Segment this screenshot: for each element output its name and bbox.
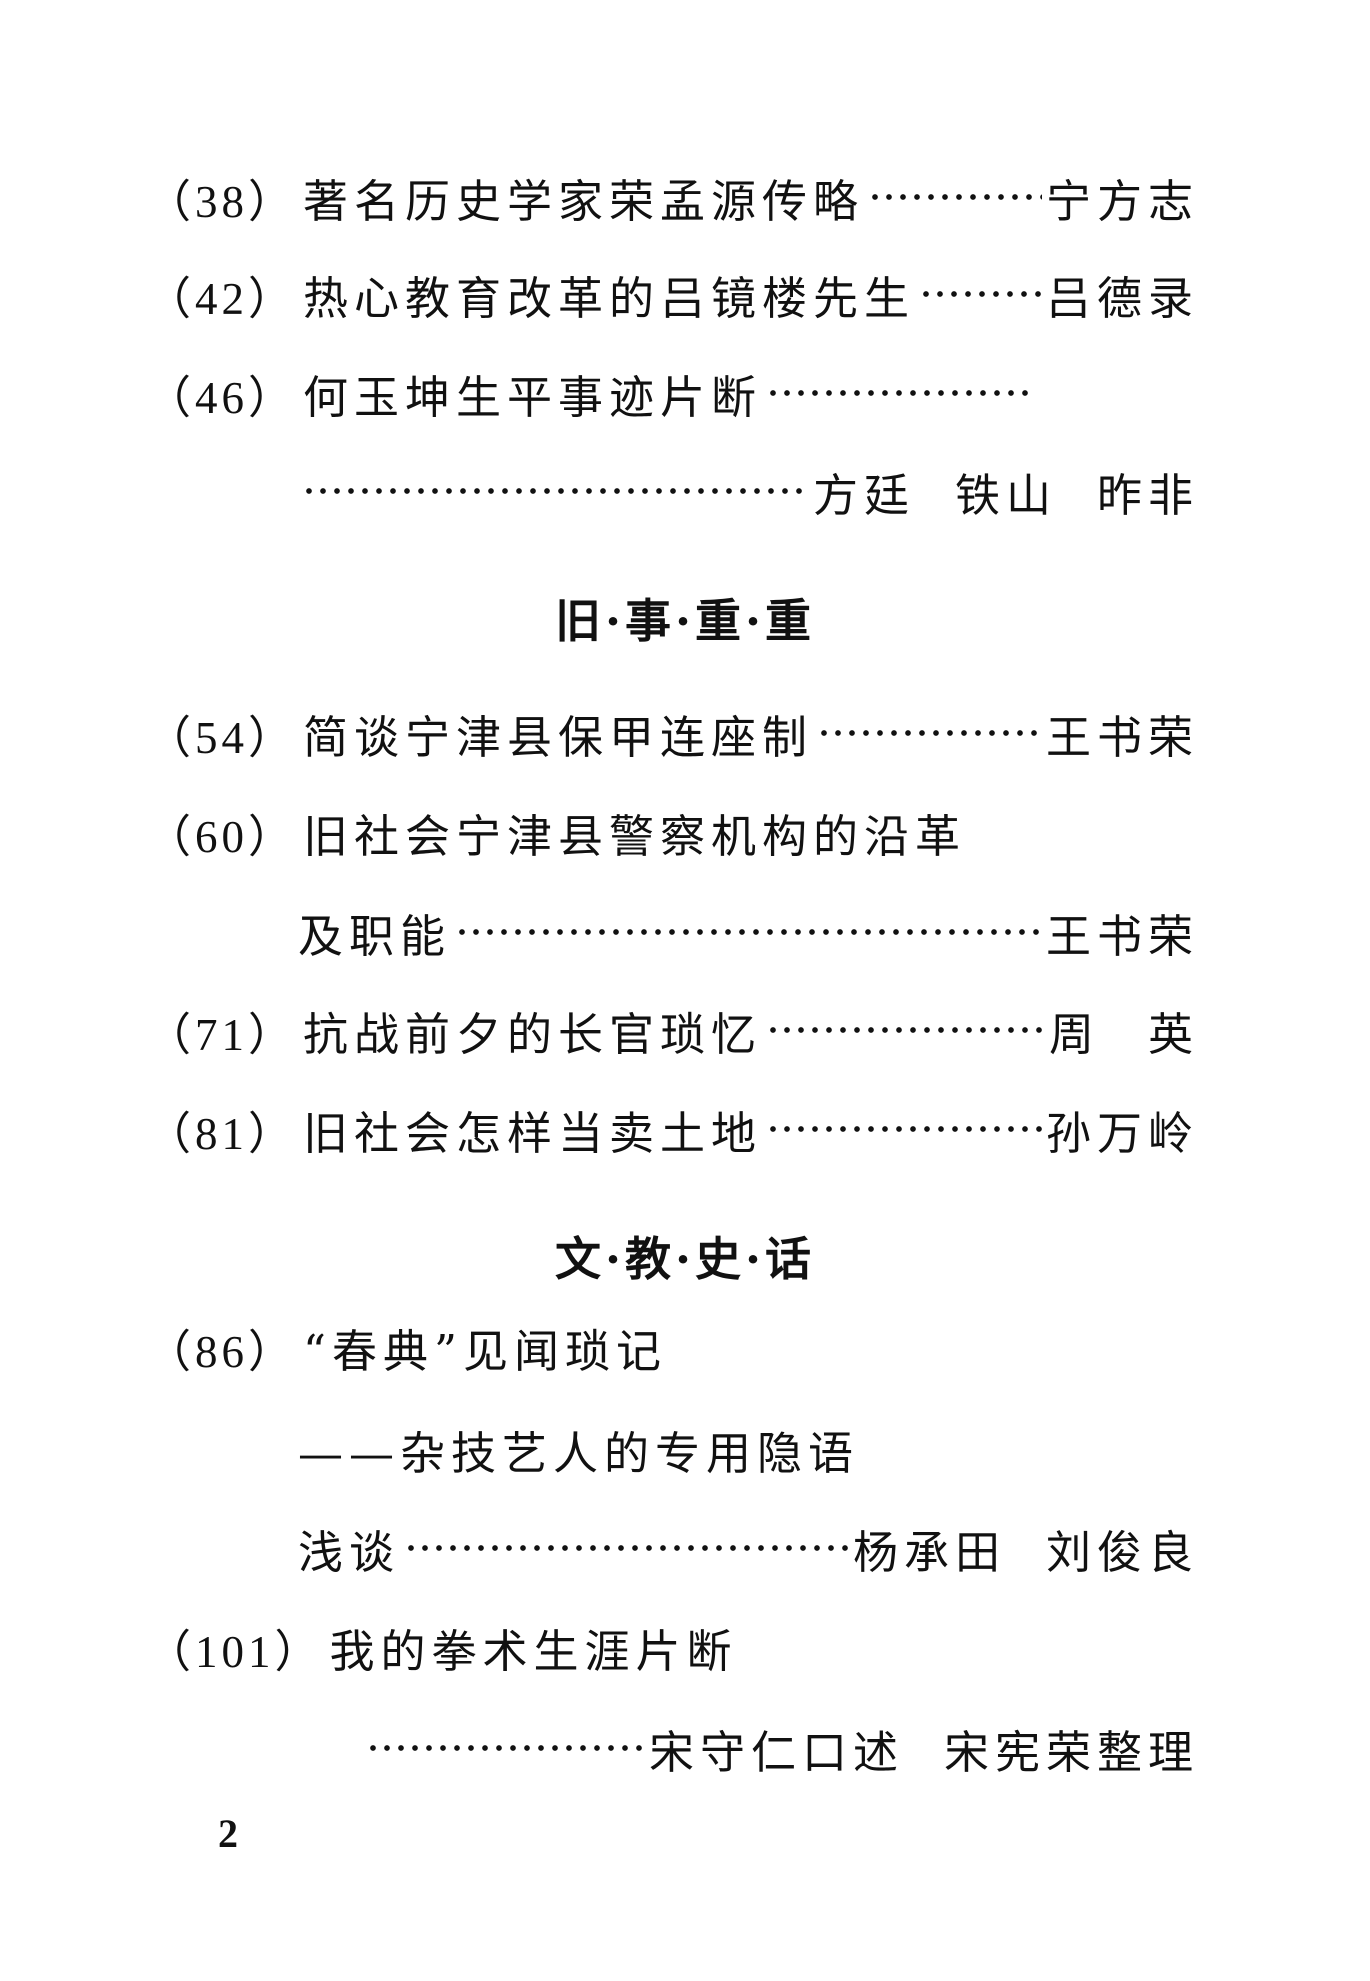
entry-author: 王书荣 — [1045, 909, 1199, 963]
section-heading: 文·教·史·话 — [554, 1232, 816, 1286]
entry-title: 何玉坤生平事迹片断 — [303, 370, 763, 424]
entry-title: 热心教育改革的吕镜楼先生 — [303, 271, 916, 325]
entry-author: 方廷 — [812, 468, 915, 522]
entry-title: 旧社会怎样当卖土地 — [303, 1106, 763, 1160]
entry-title: “春典”见闻琐记 — [303, 1324, 668, 1378]
dot-leader — [404, 1542, 849, 1554]
dot-leader — [919, 288, 1042, 300]
toc-entry-101-authors: 宋守仁口述 宋宪荣整理 — [362, 1718, 1199, 1779]
page-number: 2 — [218, 1811, 238, 1856]
dot-leader — [817, 727, 1042, 739]
toc-entry-42: （42） 热心教育改革的吕镜楼先生 吕德录 — [146, 264, 1199, 325]
entry-title: 旧社会宁津县警察机构的沿革 — [303, 809, 967, 863]
toc-entry-71: （71） 抗战前夕的长官琐忆 周 英 — [146, 1000, 1199, 1061]
entry-author: 周 — [1048, 1007, 1100, 1061]
toc-entry-86: （86） “春典”见闻琐记 — [146, 1317, 1199, 1378]
entry-author: 吕德录 — [1045, 271, 1199, 325]
toc-entry-86-cont: 浅谈 杨承田 刘俊良 — [298, 1518, 1199, 1579]
dot-leader — [302, 485, 809, 497]
entry-author: 刘俊良 — [1045, 1525, 1199, 1579]
toc-entry-101: （101） 我的拳术生涯片断 — [146, 1617, 1199, 1678]
entry-page: （42） — [146, 273, 298, 324]
section-heading: 旧·事·重·重 — [554, 594, 816, 648]
dot-leader — [868, 191, 1042, 203]
entry-page: （101） — [146, 1626, 324, 1677]
toc-entry-60-cont: 及职能 王书荣 — [298, 902, 1199, 963]
toc-entry-46-authors: 方廷 铁山 昨非 — [298, 461, 1199, 522]
entry-page: （38） — [146, 176, 298, 227]
dot-leader — [766, 1123, 1042, 1135]
toc-entry-86-subtitle: ——杂技艺人的专用隐语 — [298, 1419, 1199, 1480]
entry-title-cont: 及职能 — [298, 909, 452, 963]
entry-author: 昨非 — [1096, 468, 1199, 522]
entry-title: 简谈宁津县保甲连座制 — [303, 710, 814, 764]
toc-entry-38: （38） 著名历史学家荣孟源传略 宁方志 — [146, 167, 1199, 228]
entry-page: （54） — [146, 712, 298, 763]
entry-title: 我的拳术生涯片断 — [329, 1624, 738, 1678]
toc-entry-46: （46） 何玉坤生平事迹片断 — [146, 363, 1040, 424]
entry-author: 宋宪荣整理 — [943, 1725, 1199, 1779]
entry-title-cont: 浅谈 — [298, 1525, 401, 1579]
toc-entry-81: （81） 旧社会怎样当卖土地 孙万岭 — [146, 1099, 1199, 1160]
entry-author: 英 — [1147, 1007, 1199, 1061]
entry-page: （46） — [146, 372, 298, 423]
entry-page: （71） — [146, 1009, 298, 1060]
entry-page: （81） — [146, 1108, 298, 1159]
entry-subtitle: ——杂技艺人的专用隐语 — [298, 1426, 860, 1480]
entry-title: 著名历史学家荣孟源传略 — [303, 174, 865, 228]
entry-author: 杨承田 — [852, 1525, 1006, 1579]
entry-author: 王书荣 — [1045, 710, 1199, 764]
toc-entry-60: （60） 旧社会宁津县警察机构的沿革 — [146, 802, 1199, 863]
entry-author: 宁方志 — [1045, 174, 1199, 228]
entry-page: （60） — [146, 811, 298, 862]
entry-page: （86） — [146, 1326, 298, 1377]
dot-leader — [766, 1024, 1045, 1036]
entry-author: 宋守仁口述 — [648, 1725, 904, 1779]
dot-leader — [455, 926, 1042, 938]
entry-author: 铁山 — [954, 468, 1057, 522]
toc-entry-54: （54） 简谈宁津县保甲连座制 王书荣 — [146, 703, 1199, 764]
entry-title: 抗战前夕的长官琐忆 — [303, 1007, 763, 1061]
dot-leader — [766, 387, 1036, 399]
entry-author: 孙万岭 — [1045, 1106, 1199, 1160]
dot-leader — [366, 1742, 645, 1754]
